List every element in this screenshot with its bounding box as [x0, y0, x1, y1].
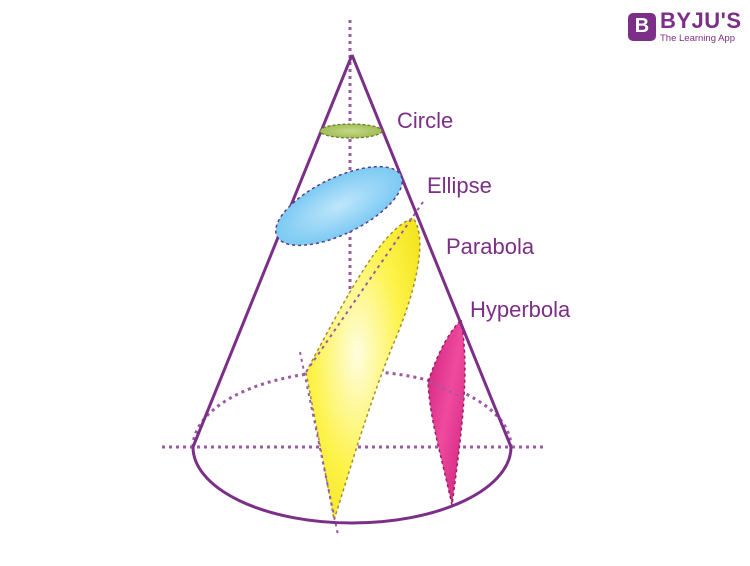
logo-name: BYJU'S — [660, 8, 742, 33]
label-parabola: Parabola — [446, 234, 535, 259]
parabola-cut-line — [299, 351, 339, 536]
logo-mark-icon: B — [628, 12, 656, 41]
cone-left-side — [191, 54, 354, 448]
hyperbola-cut-line — [429, 381, 469, 401]
base-ellipse-front — [191, 446, 513, 525]
circle-section — [319, 123, 383, 139]
label-ellipse: Ellipse — [427, 173, 492, 198]
parabola-section — [305, 217, 421, 521]
logo-tagline: The Learning App — [660, 33, 736, 44]
label-circle: Circle — [397, 108, 454, 133]
label-hyperbola: Hyperbola — [470, 297, 571, 322]
cone-right-side — [350, 54, 513, 448]
ellipse-section — [275, 165, 403, 247]
hyperbola-section — [427, 318, 466, 506]
byjus-logo: B BYJU'S The Learning App — [628, 10, 742, 44]
